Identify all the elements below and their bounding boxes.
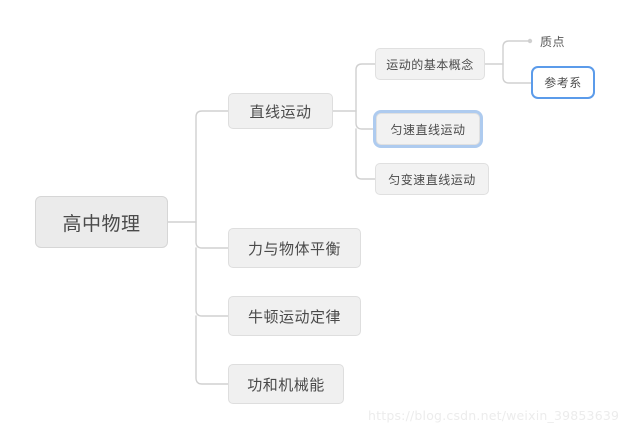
node-label: 牛顿运动定律 — [247, 307, 341, 326]
link-concept-reference — [502, 63, 532, 84]
mindmap-node-particle[interactable]: 质点 — [540, 30, 590, 52]
node-label: 力与物体平衡 — [247, 239, 341, 258]
node-label: 运动的基本概念 — [386, 57, 474, 72]
mindmap-node-straight-motion[interactable]: 直线运动 — [228, 93, 333, 129]
node-label: 参考系 — [544, 76, 582, 90]
node-label: 匀速直线运动 — [390, 122, 466, 137]
watermark-text: https://blog.csdn.net/weixin_39853639 — [368, 408, 620, 423]
mindmap-node-uniform-motion[interactable]: 匀速直线运动 — [376, 113, 480, 145]
node-label: 匀变速直线运动 — [388, 172, 476, 187]
mindmap-node-reference-frame[interactable]: 参考系 — [531, 66, 595, 99]
link-spine-energy — [195, 315, 229, 385]
particle-connector-dot — [527, 38, 533, 44]
mindmap-node-uniform-accel-motion[interactable]: 匀变速直线运动 — [375, 163, 489, 195]
node-label: 高中物理 — [62, 212, 141, 235]
link-concept-particle — [502, 40, 529, 65]
link-spine-straight — [195, 110, 229, 223]
mindmap-node-root[interactable]: 高中物理 — [35, 196, 168, 248]
mindmap-node-work-energy[interactable]: 功和机械能 — [228, 364, 344, 404]
link-spine-force — [195, 221, 229, 249]
link-straight-accel — [355, 128, 376, 180]
node-label: 直线运动 — [249, 102, 312, 121]
link-straight-concept — [355, 63, 376, 112]
mindmap-node-force-balance[interactable]: 力与物体平衡 — [228, 228, 361, 268]
node-label: 质点 — [540, 34, 566, 49]
link-spine-newton — [195, 247, 229, 317]
node-label: 功和机械能 — [247, 375, 325, 394]
link-straight-uniform — [355, 110, 377, 130]
mindmap-node-basic-concepts[interactable]: 运动的基本概念 — [375, 48, 485, 80]
mindmap-node-newton-laws[interactable]: 牛顿运动定律 — [228, 296, 361, 336]
